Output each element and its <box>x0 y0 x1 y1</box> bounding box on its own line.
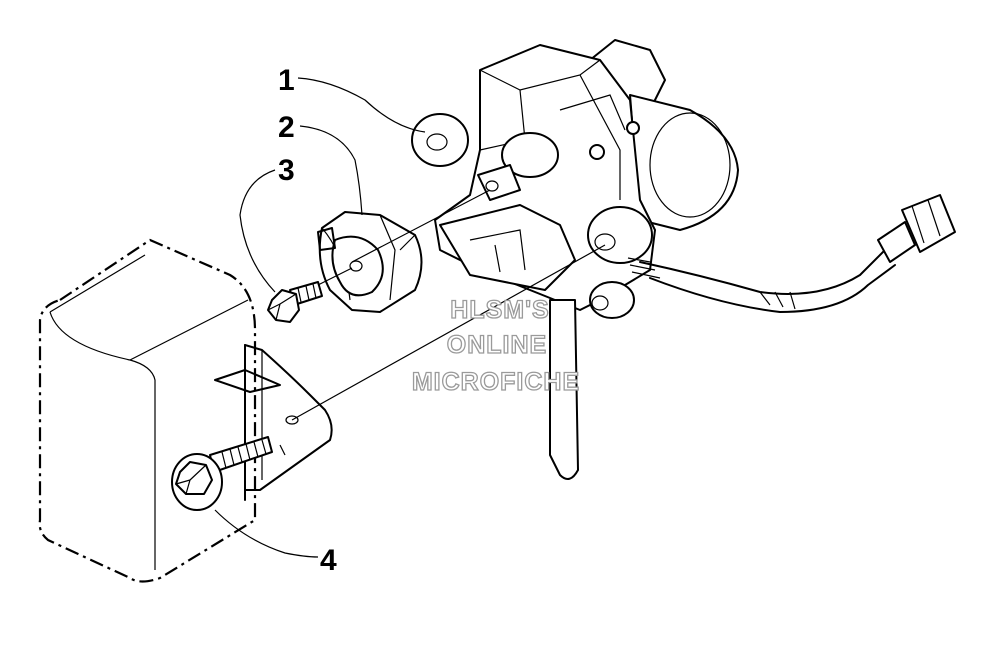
watermark: HLSM'S ONLINE MICROFICHE <box>411 295 580 396</box>
wiring-harness <box>627 194 956 313</box>
assembly-centerlines <box>291 189 606 421</box>
watermark-line-2: ONLINE <box>447 331 547 359</box>
callout-4: 4 <box>320 544 337 577</box>
bolt-part-3 <box>267 281 323 323</box>
watermark-line-3: MICROFICHE <box>412 368 580 396</box>
coupler-part-2 <box>317 211 423 313</box>
callout-2: 2 <box>278 111 295 144</box>
callout-3: 3 <box>278 154 295 187</box>
leader-lines <box>214 77 426 558</box>
cover-housing <box>38 238 257 583</box>
bolt-part-4 <box>171 436 273 511</box>
callout-1: 1 <box>278 64 295 97</box>
watermark-line-1: HLSM'S <box>450 296 549 324</box>
mounting-bracket <box>214 344 333 501</box>
motor-assembly-part-1 <box>411 39 739 480</box>
